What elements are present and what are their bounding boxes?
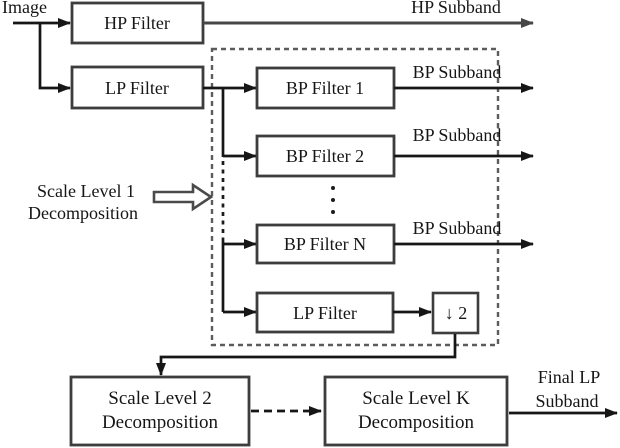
scale-level-k-label-line2: Decomposition: [358, 412, 475, 433]
scale-level-2-label-line1: Scale Level 2: [108, 388, 211, 409]
final-lp-subband-label-line1: Final LP: [538, 367, 601, 387]
bp-filter-n-box: [255, 223, 396, 265]
wire-downsample-to-scale-level-2: [156, 334, 457, 376]
vertical-ellipsis: [331, 186, 335, 214]
hp-subband-label: HP Subband: [411, 0, 501, 17]
scale-level-2-box: [69, 375, 251, 447]
block-arrow-icon: [152, 182, 214, 212]
input-image-label: Image: [2, 0, 47, 17]
inner-lp-filter-label: LP Filter: [293, 303, 357, 323]
hp-filter-label: HP Filter: [104, 13, 170, 33]
scale-level-1-region: [210, 47, 500, 347]
scale-level-2-label-line2: Decomposition: [102, 412, 219, 433]
bp-subband-n-label: BP Subband: [413, 218, 502, 238]
final-lp-subband-label-line2: Subband: [536, 391, 599, 411]
bp-filter-1-label: BP Filter 1: [286, 78, 364, 98]
wire-image-to-lp-filter: [38, 23, 71, 93]
inner-lp-filter-box: [255, 291, 395, 334]
bp-subband-1-label: BP Subband: [413, 62, 502, 82]
scale-level-1-annotation-line1: Scale Level 1: [37, 181, 135, 201]
bp-filter-n-label: BP Filter N: [284, 234, 366, 254]
bp-filter-1-box: [255, 66, 396, 110]
bp-subband-2-label: BP Subband: [413, 125, 502, 145]
downsample-by-2-icon: ↓ 2: [445, 303, 468, 323]
scale-level-1-annotation-line2: Decomposition: [28, 203, 138, 223]
bp-filter-2-label: BP Filter 2: [286, 146, 364, 166]
downsample-box: [431, 291, 480, 335]
scale-level-k-label-line1: Scale Level K: [362, 388, 470, 409]
lp-filter-box: [70, 65, 205, 110]
lp-filter-label: LP Filter: [105, 78, 169, 98]
scale-level-k-box: [323, 375, 509, 447]
